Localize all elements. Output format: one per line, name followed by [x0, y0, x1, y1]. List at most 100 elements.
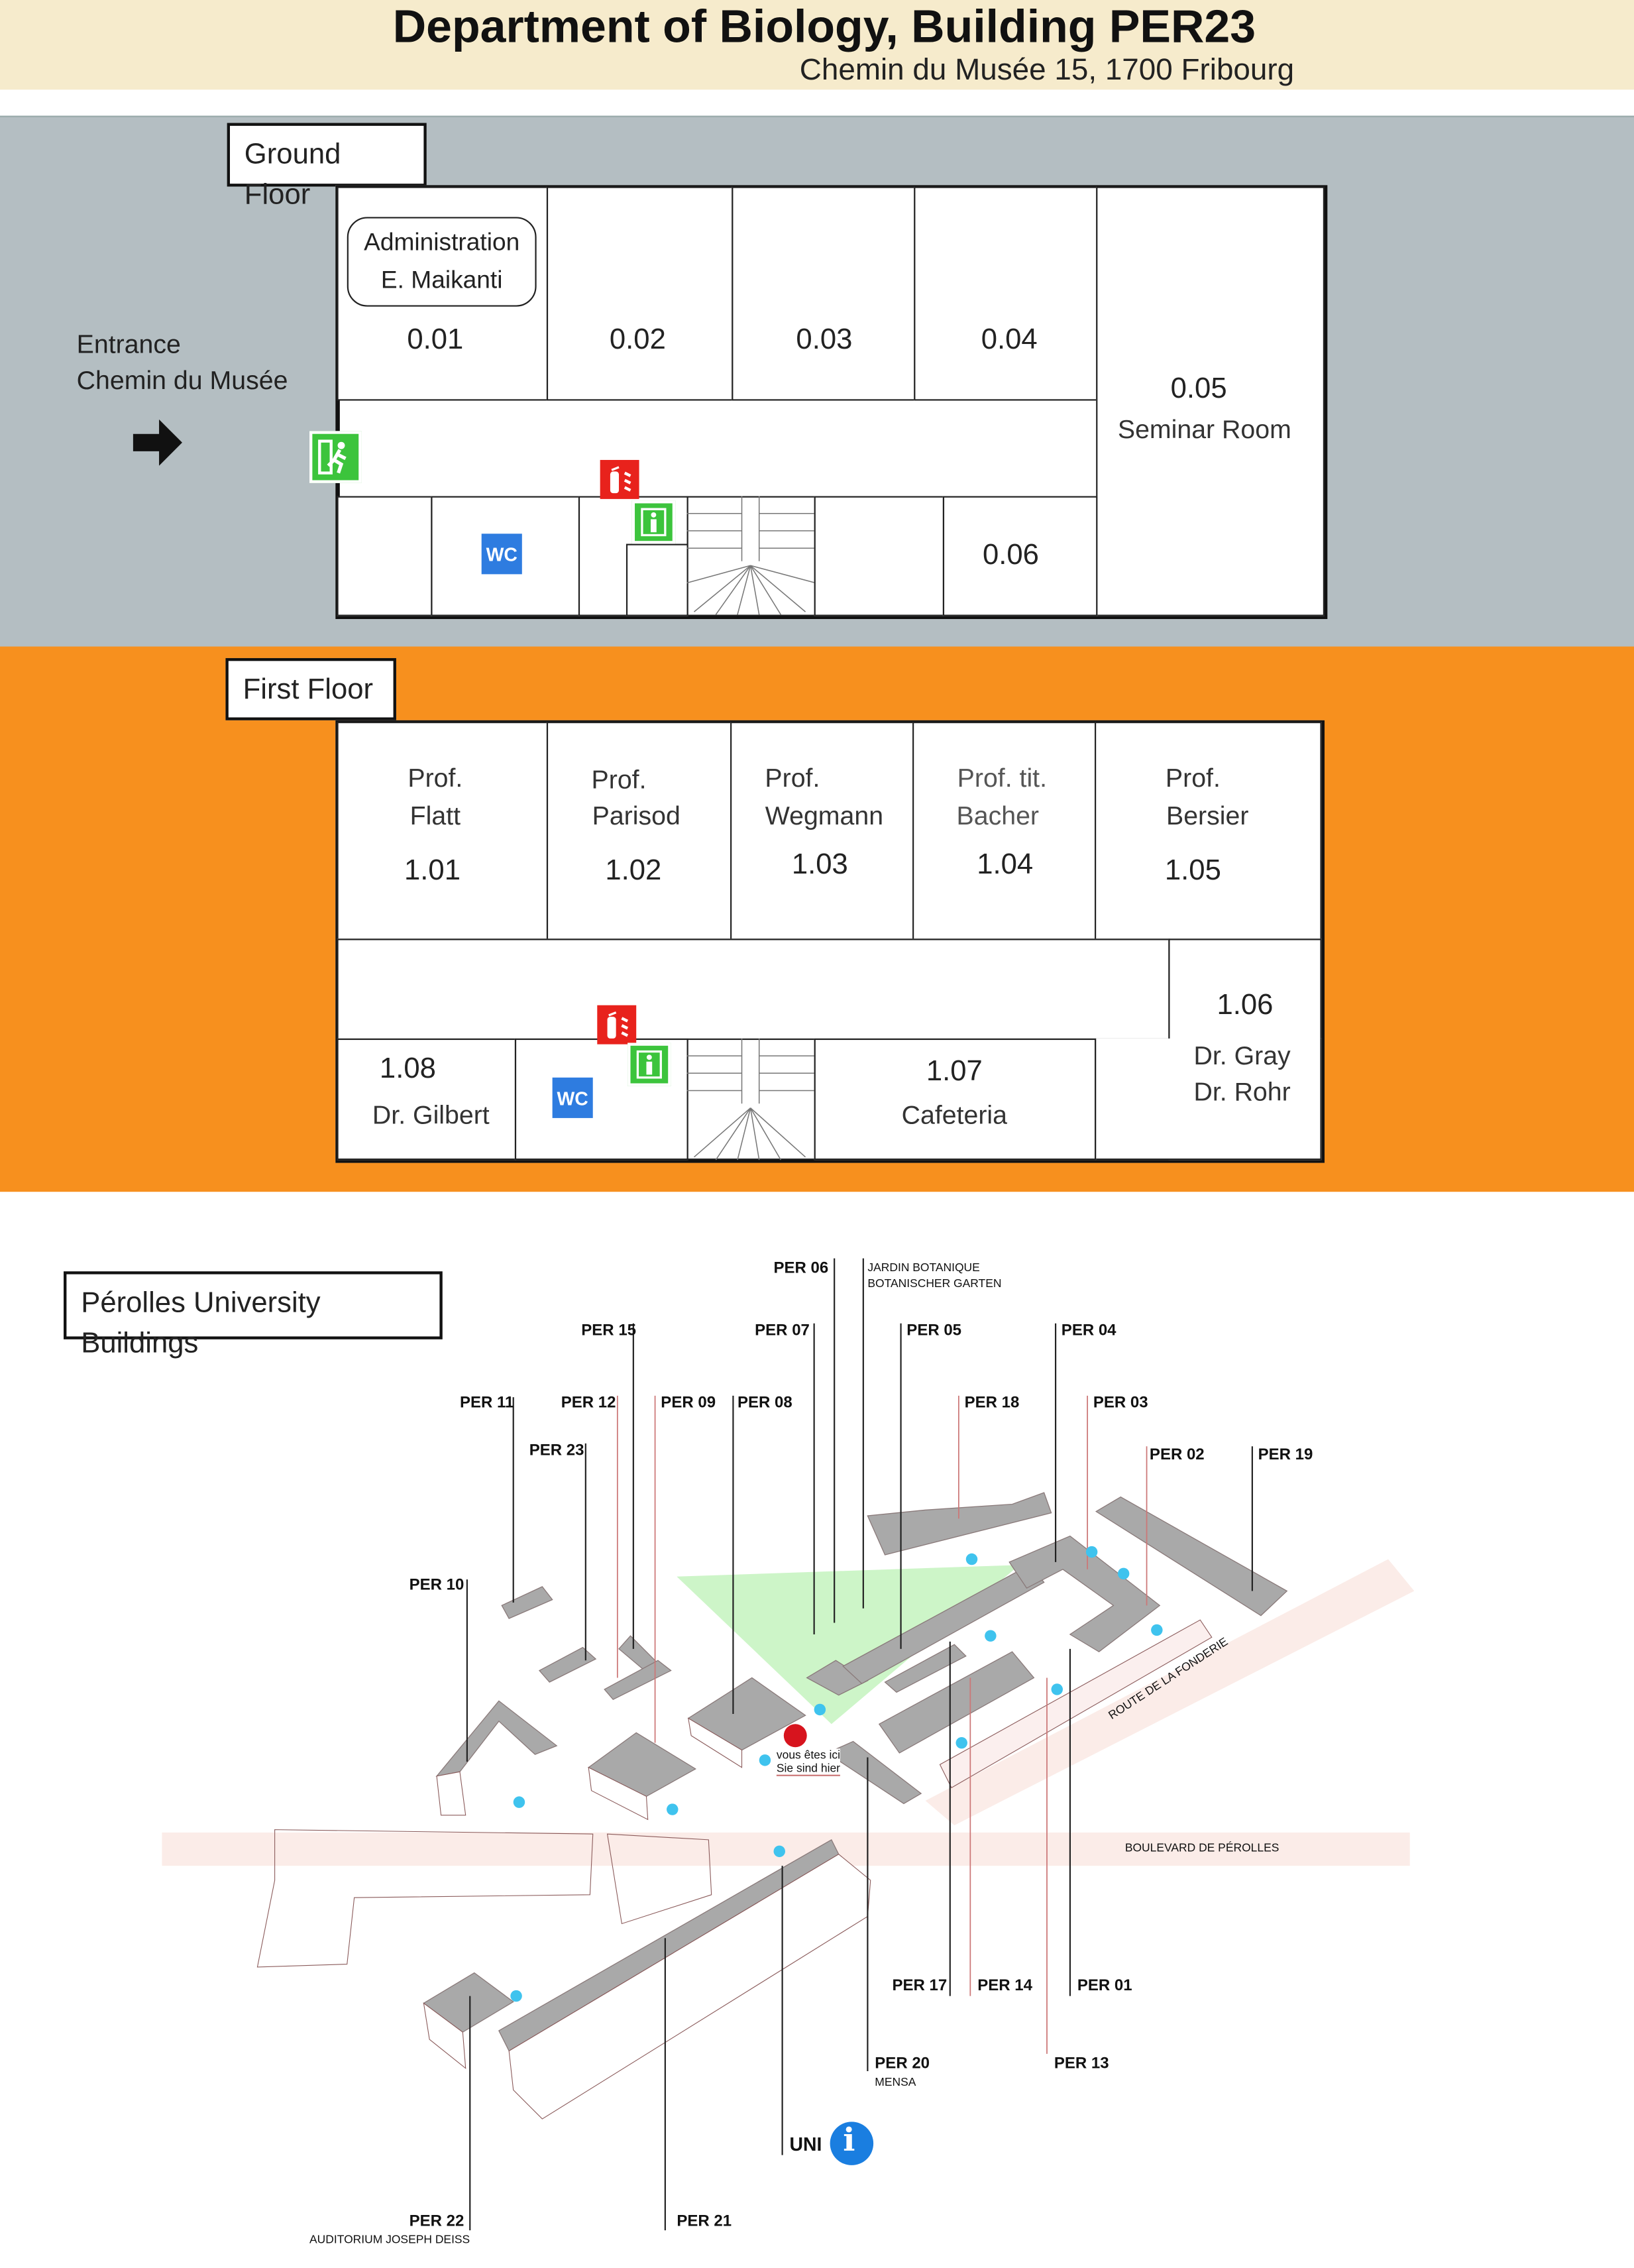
label-per22: PER 22	[409, 2212, 464, 2231]
entrance-line2: Chemin du Musée	[76, 366, 288, 395]
label-per14: PER 14	[977, 1977, 1032, 1995]
label-per12: PER 12	[561, 1394, 616, 1412]
fire-extinguisher-icon	[597, 1005, 637, 1045]
room-blank	[814, 496, 945, 616]
wc-icon: WC	[481, 534, 522, 575]
entrance-line1: Entrance	[76, 329, 181, 359]
room-1-02[interactable]	[546, 721, 732, 940]
building-per11	[501, 1586, 553, 1619]
room-number: 1.02	[605, 854, 662, 887]
corridor	[337, 938, 1170, 1041]
room-number: 1.07	[926, 1056, 983, 1088]
label-per23: PER 23	[529, 1442, 584, 1459]
label-per05: PER 05	[906, 1322, 962, 1339]
emergency-exit-icon	[309, 431, 362, 483]
room-number: 0.05	[1170, 373, 1227, 406]
room-1-04[interactable]	[912, 721, 1097, 940]
elevator-icon	[627, 1043, 671, 1086]
ground-floor-label: Ground Floor	[227, 123, 427, 211]
room-0-06[interactable]	[942, 496, 1098, 616]
room-name: Seminar Room	[1117, 415, 1291, 444]
room-1-08[interactable]	[337, 1038, 517, 1161]
garden-fr: JARDIN BOTANIQUE	[867, 1261, 980, 1275]
room-number: 0.03	[796, 323, 853, 356]
occupant-name: Dr. Gilbert	[372, 1100, 490, 1130]
room-0-03[interactable]	[732, 186, 916, 401]
label-per09: PER 09	[661, 1394, 716, 1412]
label-per08: PER 08	[737, 1394, 792, 1412]
room-1-05[interactable]	[1095, 721, 1322, 940]
label-per11: PER 11	[459, 1394, 514, 1412]
boulevard-road	[162, 1832, 1410, 1866]
office-name: Bacher	[956, 801, 1040, 830]
room-number: 1.01	[404, 854, 461, 887]
admin-label-box: Administration E. Maikanti	[347, 217, 537, 307]
room-0-02[interactable]	[546, 186, 734, 401]
office-title: Prof.	[408, 764, 463, 793]
label-per13: PER 13	[1054, 2055, 1109, 2073]
building-per23	[538, 1646, 597, 1683]
building-per05	[842, 1564, 1045, 1684]
admin-name: E. Maikanti	[380, 266, 503, 294]
room-number: 0.04	[981, 323, 1038, 356]
room-1-01[interactable]	[337, 721, 549, 940]
room-number: 1.03	[791, 849, 848, 881]
label-per17: PER 17	[892, 1977, 948, 1995]
room-number: 1.06	[1217, 989, 1274, 1021]
room-number: 0.01	[407, 323, 464, 356]
room-number: 1.08	[379, 1052, 436, 1085]
label-mensa: MENSA	[875, 2075, 916, 2089]
entrance-label: Entrance Chemin du Musée	[77, 327, 288, 399]
info-icon-circle	[830, 2122, 874, 2165]
you-are-here-dot	[783, 1724, 807, 1748]
building-per02-19	[1095, 1496, 1288, 1616]
route-road	[925, 1559, 1415, 1826]
building-per12	[604, 1660, 672, 1701]
leader-lines-red	[616, 1395, 1148, 2054]
label-per01: PER 01	[1077, 1977, 1132, 1995]
room-name: Cafeteria	[901, 1100, 1008, 1130]
you-are-here-fr: vous êtes ici	[776, 1748, 840, 1762]
garden-de: BOTANISCHER GARTEN	[867, 1276, 1002, 1290]
room-1-03[interactable]	[730, 721, 914, 940]
room-1-06-lower	[1095, 1038, 1322, 1161]
label-per15: PER 15	[581, 1322, 637, 1339]
staircase-icon	[686, 1038, 816, 1161]
fire-extinguisher-icon	[600, 459, 639, 499]
label-per18: PER 18	[964, 1394, 1020, 1412]
room-0-05-seminar[interactable]	[1096, 186, 1325, 616]
campus-map-title: Pérolles University Buildings	[64, 1271, 443, 1359]
room-number: 1.04	[977, 849, 1034, 881]
label-boulevard: BOULEVARD DE PÉROLLES	[1124, 1841, 1280, 1854]
admin-title: Administration	[364, 228, 520, 256]
room-small	[337, 496, 433, 616]
building-per17	[884, 1644, 967, 1693]
label-per06: PER 06	[773, 1259, 829, 1277]
leader-lines-black	[466, 1258, 1253, 2231]
occupant-name: Dr. Rohr	[1193, 1077, 1291, 1107]
label-per20: PER 20	[875, 2055, 930, 2073]
you-are-here-de: Sie sind hier	[776, 1762, 840, 1775]
label-per07: PER 07	[755, 1322, 810, 1339]
office-name: Bersier	[1166, 801, 1249, 830]
office-name: Parisod	[592, 801, 681, 830]
building-per03-04	[1008, 1535, 1161, 1652]
entrance-markers	[510, 1546, 1163, 2002]
uni-info-label: UNI	[789, 2133, 822, 2155]
info-icon[interactable]: i	[843, 2122, 855, 2160]
label-per04: PER 04	[1061, 1322, 1117, 1339]
building-per14	[878, 1651, 1035, 1754]
label-per03: PER 03	[1093, 1394, 1148, 1412]
room-number: 0.06	[982, 539, 1039, 572]
building-per10	[435, 1700, 558, 1777]
label-per19: PER 19	[1258, 1446, 1313, 1464]
office-name: Wegmann	[765, 801, 884, 830]
room-number: 1.05	[1164, 854, 1221, 887]
label-auditorium: AUDITORIUM JOSEPH DEISS	[309, 2233, 470, 2247]
address: Chemin du Musée 15, 1700 Fribourg	[799, 53, 1295, 87]
room-1-07-cafeteria[interactable]	[814, 1038, 1097, 1161]
entrance-arrow-icon	[133, 419, 182, 466]
